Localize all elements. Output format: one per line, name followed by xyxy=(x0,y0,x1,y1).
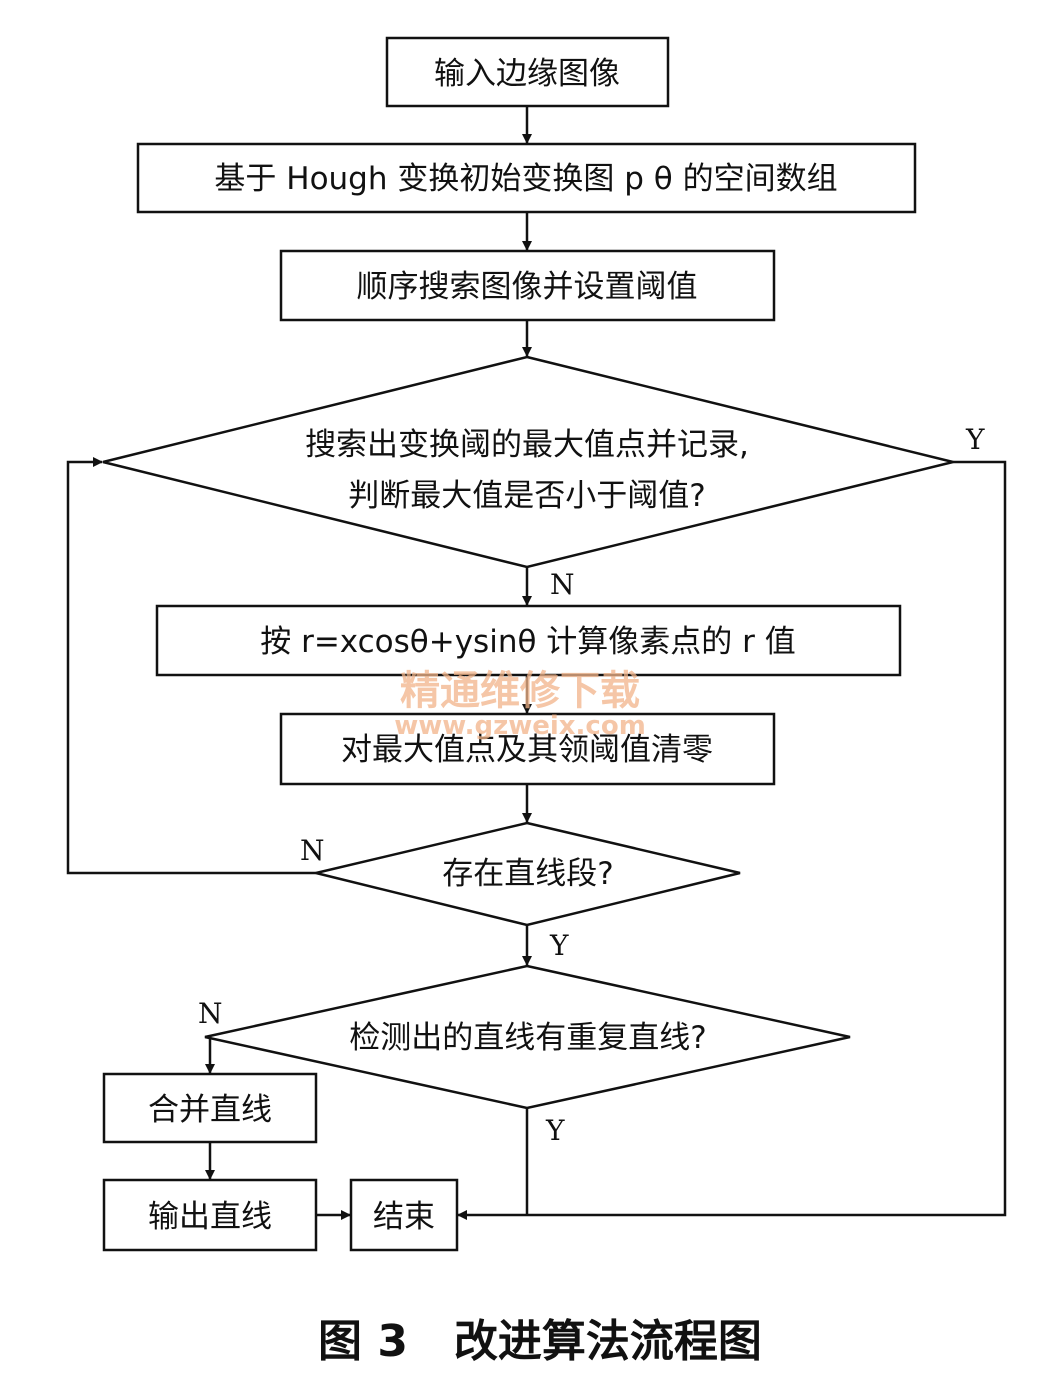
merge-label: 合并直线 xyxy=(148,1092,272,1128)
segment-decision: 存在直线段? xyxy=(315,821,741,927)
segment-yes-label: Y xyxy=(549,929,569,962)
search-label: 顺序搜索图像并设置阈值 xyxy=(357,269,698,305)
end-label: 结束 xyxy=(373,1199,435,1235)
output-label: 输出直线 xyxy=(148,1199,272,1235)
max-no-label: N xyxy=(550,568,575,601)
compute-box: 按 r=xcosθ+ysinθ 计算像素点的 r 值 xyxy=(155,604,902,677)
max-decision-line1: 搜索出变换阈的最大值点并记录, xyxy=(305,427,749,463)
compute-label: 按 r=xcosθ+ysinθ 计算像素点的 r 值 xyxy=(260,624,796,660)
clear-box: 对最大值点及其领阈值清零 xyxy=(279,712,776,786)
arrow-duplicate-no-to-merge xyxy=(205,1035,215,1074)
duplicate-no-label: N xyxy=(198,997,223,1030)
output-box: 输出直线 xyxy=(102,1178,318,1252)
arrow-segment-no-loop xyxy=(66,457,316,875)
merge-box: 合并直线 xyxy=(102,1072,318,1144)
search-box: 顺序搜索图像并设置阈值 xyxy=(279,249,776,322)
input-label: 输入边缘图像 xyxy=(434,56,620,92)
max-yes-label: Y xyxy=(965,423,985,456)
max-decision-line2: 判断最大值是否小于阈值? xyxy=(348,478,705,514)
watermark-title: 精通维修下载 xyxy=(400,668,640,714)
arrow-max-yes-to-end xyxy=(457,460,1007,1220)
segment-no-label: N xyxy=(300,834,325,867)
segment-label: 存在直线段? xyxy=(442,856,613,892)
watermark-url: www.gzweix.com xyxy=(394,711,646,741)
figure-caption: 图 3 改进算法流程图 xyxy=(318,1316,762,1367)
duplicate-yes-label: Y xyxy=(545,1114,565,1147)
end-box: 结束 xyxy=(349,1178,459,1252)
hough-label: 基于 Hough 变换初始变换图 p θ 的空间数组 xyxy=(214,161,837,197)
input-box: 输入边缘图像 xyxy=(385,36,670,108)
duplicate-label: 检测出的直线有重复直线? xyxy=(349,1020,706,1056)
hough-box: 基于 Hough 变换初始变换图 p θ 的空间数组 xyxy=(136,142,917,214)
clear-label: 对最大值点及其领阈值清零 xyxy=(341,732,713,768)
max-decision: 搜索出变换阈的最大值点并记录, 判断最大值是否小于阈值? xyxy=(102,355,954,569)
